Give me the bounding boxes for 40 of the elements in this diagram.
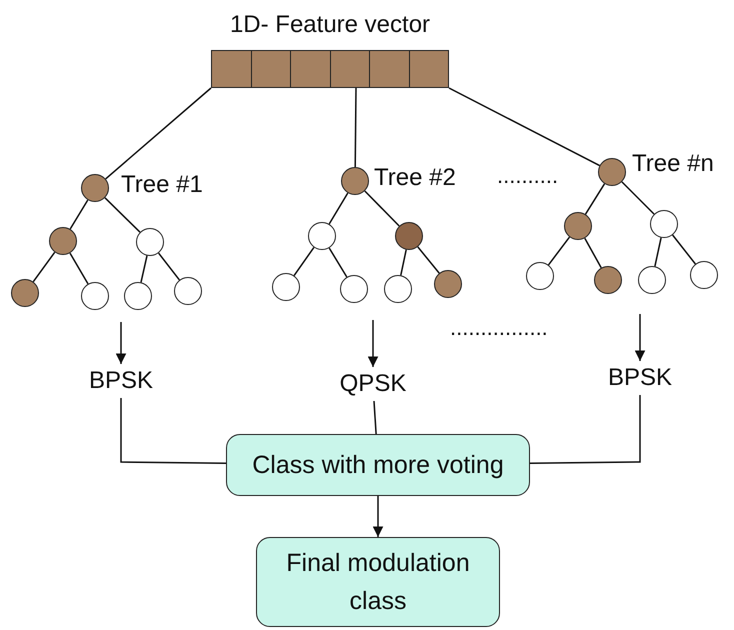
connector-line [364, 190, 400, 227]
connector-line [328, 248, 348, 278]
arrow [116, 322, 126, 364]
connector-line [140, 256, 148, 282]
connector-line [530, 395, 641, 464]
tree-label: Tree #1 [121, 170, 203, 200]
connector-line [448, 87, 600, 166]
connector-line [400, 250, 407, 276]
connector-line [621, 181, 655, 215]
connector-line [293, 246, 315, 276]
connector-line [584, 183, 606, 215]
connector-line [105, 87, 212, 180]
arrow [372, 496, 384, 537]
connector-line [584, 238, 602, 268]
class-label: BPSK [590, 361, 690, 395]
connector-line [354, 87, 357, 167]
connector-line [104, 197, 141, 233]
connector-line [158, 252, 180, 280]
connector-line [70, 200, 88, 230]
connector-line [328, 192, 348, 224]
feature-vector-bar [211, 50, 449, 88]
connector-line [32, 252, 56, 282]
connector-line [672, 234, 696, 264]
arrow [368, 320, 378, 367]
connector-line [548, 236, 570, 266]
ellipsis-dots: .......... [497, 162, 558, 190]
ellipsis-dots: ................ [450, 314, 548, 342]
class-label: BPSK [71, 364, 171, 398]
process-box: Class with more voting [226, 434, 530, 496]
tree-label: Tree #n [632, 149, 714, 179]
connector-line [417, 246, 440, 274]
class-label: QPSK [323, 367, 423, 401]
connector-line [120, 398, 226, 464]
connector-line [373, 400, 377, 434]
tree-label: Tree #2 [374, 163, 456, 193]
process-box: Final modulation class [256, 537, 500, 627]
arrow [634, 314, 646, 361]
vector-title: 1D- Feature vector [228, 10, 432, 40]
connector-line [69, 252, 89, 284]
connector-line [654, 238, 662, 266]
